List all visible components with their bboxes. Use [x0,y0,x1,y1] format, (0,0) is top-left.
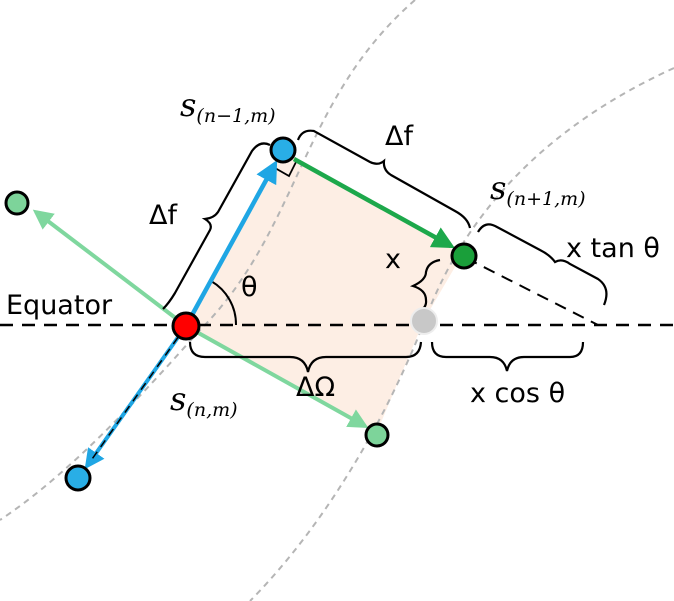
x-label: x [385,244,401,275]
projection-dashed-line [465,257,599,326]
theta-arc [210,280,238,326]
node-bottom-left-blue [64,464,92,492]
bracket-delta-omega [188,341,423,373]
bracket-delta-f-left [162,142,271,310]
s-curr-label: s(n,m) [170,380,238,421]
node-bottom-right-light-green [364,422,390,448]
shaded-region [186,150,462,432]
delta-f-left-label: Δf [149,200,178,231]
node-top-left-light-green [4,190,30,216]
arrow-to-next-node [292,157,455,249]
node-prev-blue [269,136,297,164]
s-next-label: s(n+1,m) [490,169,586,210]
bracket-delta-f-top [296,129,472,229]
theta-label: θ [241,272,258,303]
node-current-red [171,311,201,341]
x-cos-theta-label: x cos θ [470,378,565,409]
bracket-x-tan [477,223,608,306]
equator-label: Equator [6,290,113,321]
arrow-to-prev-node [184,160,278,328]
arrow-to-top-left-node [32,209,188,328]
bracket-x-cos [430,341,585,372]
orbit-curve-left [0,0,416,521]
s-prev-label: s(n−1,m) [180,86,276,127]
delta-omega-label: ΔΩ [296,372,335,403]
x-tan-theta-label: x tan θ [566,233,660,264]
bracket-x [409,258,441,314]
right-angle-marker [274,161,297,178]
node-gray [410,307,438,335]
delta-f-top-label: Δf [385,121,414,152]
node-next-dark-green [450,242,478,270]
arrow-to-bottom-right-node [185,324,369,428]
